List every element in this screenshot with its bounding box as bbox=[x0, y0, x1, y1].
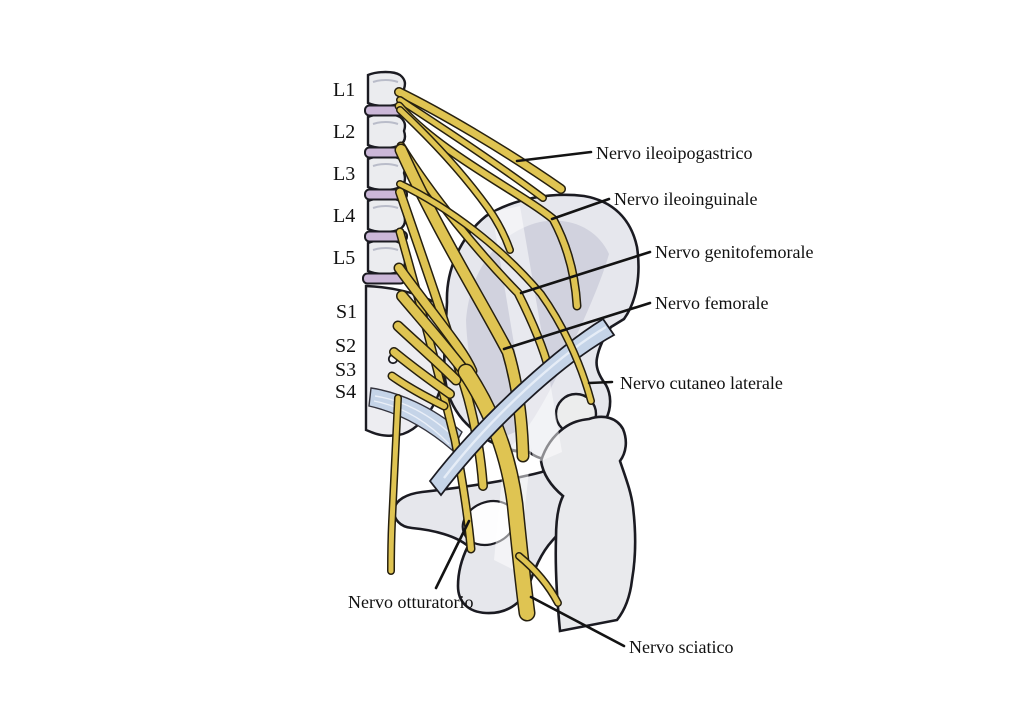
label-nervo-ileoipogastrico: Nervo ileoipogastrico bbox=[596, 143, 752, 163]
nerve-ileoipogastrico-branch bbox=[397, 97, 546, 201]
nerve-genitofemorale bbox=[398, 143, 552, 373]
leader-femorale bbox=[502, 301, 652, 351]
nerve-root-S4 bbox=[389, 373, 447, 409]
label-L5: L5 bbox=[333, 247, 355, 269]
label-nervo-genitofemorale: Nervo genitofemorale bbox=[655, 242, 813, 262]
label-S2: S2 bbox=[335, 335, 356, 357]
label-S1: S1 bbox=[336, 301, 357, 323]
label-L4: L4 bbox=[333, 205, 355, 227]
nerve-plexus bbox=[387, 87, 582, 622]
nerve-crossing-strand bbox=[397, 107, 513, 253]
vertebra-labels: L1 L2 L3 L4 L5 S1 S2 S3 S4 bbox=[333, 79, 357, 403]
leader-sciatico bbox=[529, 595, 626, 648]
label-nervo-sciatico: Nervo sciatico bbox=[629, 637, 733, 657]
leader-cutaneo-laterale bbox=[587, 380, 614, 385]
nerve-labels: Nervo ileoipogastrico Nervo ileoinguinal… bbox=[348, 143, 813, 657]
label-L1: L1 bbox=[333, 79, 355, 101]
nerve-root-S1 bbox=[397, 291, 467, 373]
nerve-ileoipogastrico bbox=[395, 88, 565, 193]
nerve-femorale bbox=[396, 145, 528, 461]
label-S3: S3 bbox=[335, 359, 356, 381]
leader-otturatorio bbox=[434, 519, 471, 590]
nerve-root-S3 bbox=[390, 348, 454, 398]
nerve-sciatico-branch bbox=[516, 553, 561, 606]
label-L3: L3 bbox=[333, 163, 355, 185]
nerve-root-S2 bbox=[394, 322, 460, 384]
nerve-ileoinguinale bbox=[396, 103, 580, 309]
label-S4: S4 bbox=[335, 381, 356, 403]
leader-genitofemorale bbox=[519, 250, 652, 295]
nerve-thin-left-branch bbox=[388, 395, 401, 574]
label-nervo-ileoinguinale: Nervo ileoinguinale bbox=[614, 189, 757, 209]
vertebra-shading bbox=[372, 79, 399, 251]
inguinal-ligament bbox=[428, 317, 616, 497]
leader-ileoipogastrico bbox=[515, 150, 593, 163]
label-nervo-femorale: Nervo femorale bbox=[655, 293, 768, 313]
label-L2: L2 bbox=[333, 121, 355, 143]
nerve-sciatico-trunk bbox=[459, 365, 534, 620]
leader-lines bbox=[434, 150, 652, 648]
nerve-root-L5 bbox=[395, 264, 476, 375]
label-nervo-cutaneo-laterale: Nervo cutaneo laterale bbox=[620, 373, 783, 393]
label-nervo-otturatorio: Nervo otturatorio bbox=[348, 592, 473, 612]
leader-ileoinguinale bbox=[550, 197, 611, 221]
